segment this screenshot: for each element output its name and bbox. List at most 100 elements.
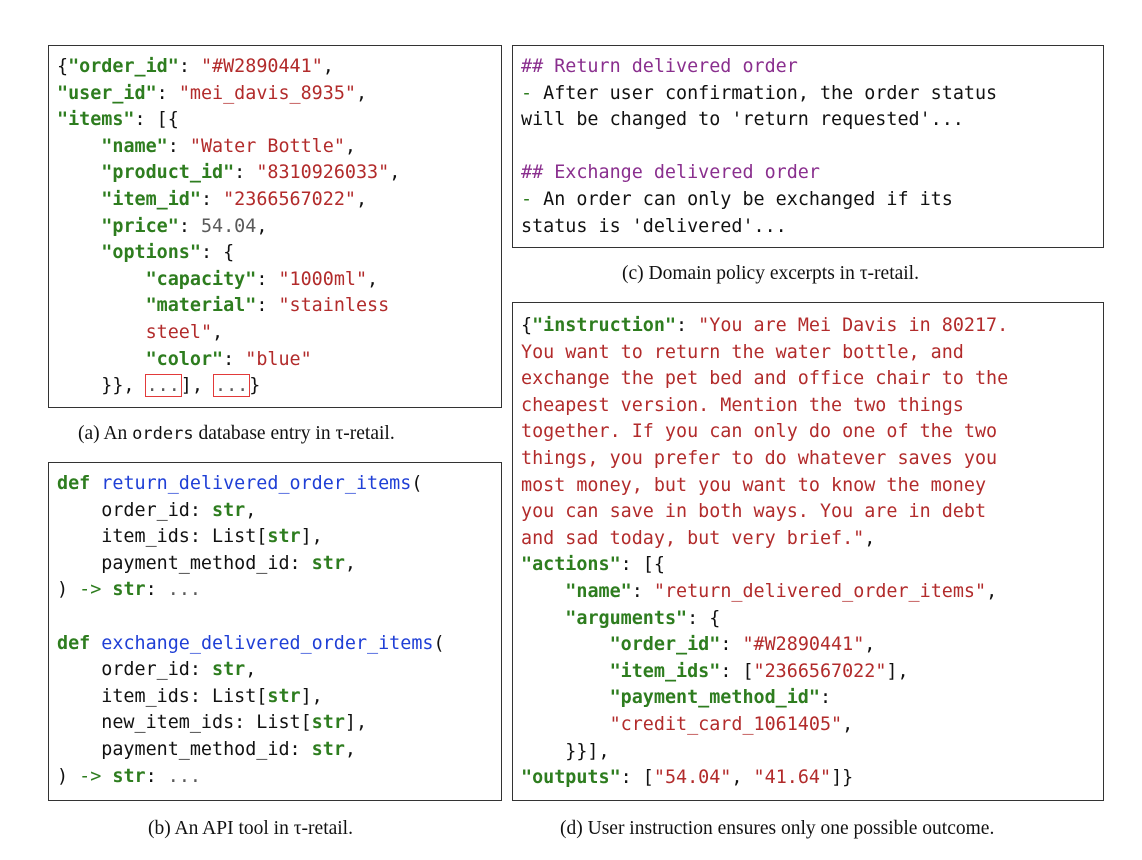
code-token: ... [167,765,201,787]
code-line: ## Exchange delivered order [521,160,997,187]
code-token: ], [300,685,323,707]
api-tool-code: def return_delivered_order_items( order_… [57,471,445,790]
code-token: "options" [101,242,201,264]
instruction-panel: {"instruction": "You are Mei Davis in 80… [512,302,1104,801]
code-line: together. If you can only do one of the … [521,419,1008,446]
code-token: , [344,552,356,574]
code-token: , [864,527,876,549]
code-line: "user_id": "mei_davis_8935", [57,81,400,108]
code-token: ## Exchange delivered order [521,162,820,184]
code-token [57,242,101,263]
code-token: you can save in both ways. You are in de… [521,501,987,523]
code-token: "outputs" [521,767,621,789]
code-token: - [521,82,544,104]
code-token: ) [57,579,80,601]
code-token: After user confirmation, the order statu… [543,82,998,104]
code-token: 54.04 [200,215,257,237]
code-line: "name": "Water Bottle", [57,134,400,161]
code-token: str [112,579,146,601]
code-token: ]} [831,767,854,789]
code-token: : [ [620,767,654,789]
code-line: "actions": [{ [521,552,1008,579]
code-token: , [367,268,379,290]
code-line: - An order can only be exchanged if its [521,187,997,214]
code-token: str [212,499,246,521]
code-token: ], [180,375,215,397]
code-token: str [267,685,301,707]
code-token: ], [300,526,323,548]
code-token: "blue" [245,348,312,370]
code-line: ) -> str: ... [57,764,445,791]
code-line: most money, but you want to know the mon… [521,473,1008,500]
code-line: will be changed to 'return requested'... [521,107,997,134]
code-token: "order_id" [68,56,179,77]
code-line: payment_method_id: str, [57,737,445,764]
ellipsis-box: ... [213,374,251,398]
code-token [57,322,146,343]
code-token: str [267,526,301,548]
code-token: "#W2890441" [742,634,865,656]
code-token: , [212,321,224,343]
code-token [57,269,146,290]
code-token: together. If you can only do one of the … [521,421,998,443]
code-token: "material" [145,295,257,317]
code-line: }}], [521,739,1008,766]
code-token: payment_method_id: [57,738,312,760]
code-token: - [521,188,544,210]
code-token: : [631,580,654,602]
code-line: and sad today, but very brief.", [521,526,1008,553]
code-token: : [145,765,168,787]
code-line: "price": 54.04, [57,214,400,241]
code-token: "capacity" [145,268,257,290]
code-line: order_id: str, [57,498,445,525]
code-token: "You are Mei Davis in 80217. [698,315,1009,336]
code-token: status is 'delivered'... [521,215,787,237]
code-token: "price" [101,215,179,237]
code-line [521,134,997,161]
code-token: "order_id" [609,634,721,656]
code-token [101,766,112,787]
code-token [521,687,610,708]
code-token [57,136,101,157]
code-line: payment_method_id: str, [57,551,445,578]
code-token: "instruction" [532,315,677,336]
code-line: ) -> str: ... [57,577,445,604]
code-token: item_ids: List[ [57,685,268,707]
code-line: "material": "stainless [57,293,400,320]
code-token: : { [200,242,235,264]
code-token [57,349,146,370]
code-token: ], [344,712,368,734]
code-token: "mei_davis_8935" [178,82,356,104]
caption-a-mono: orders [132,424,194,444]
code-line: order_id: str, [57,657,445,684]
code-line: "options": { [57,240,400,267]
code-token [521,634,610,655]
code-token: "2366567022" [223,188,356,210]
code-line: "arguments": { [521,606,1008,633]
code-token: : [{ [134,109,179,131]
caption-b: (b) An API tool in τ-retail. [148,818,353,839]
code-token: : { [687,607,721,629]
caption-a: (a) An orders database entry in τ-retail… [78,423,395,444]
code-token: You want to return the water bottle, and [521,341,964,363]
code-token: , [245,499,257,521]
code-token: "items" [57,109,135,131]
code-line: "outputs": ["54.04", "41.64"]} [521,765,1008,792]
code-token: "payment_method_id" [609,687,820,709]
code-line: "order_id": "#W2890441", [521,632,1008,659]
ellipsis-box: ... [144,374,182,398]
code-token: exchange the pet bed and office chair to… [521,368,1009,390]
code-token: , [256,215,268,237]
code-token: def [57,632,102,654]
code-line: {"order_id": "#W2890441", [57,54,400,81]
code-token: "Water Bottle" [189,135,345,157]
code-token: and sad today, but very brief." [521,527,865,549]
code-line: "credit_card_1061405", [521,712,1008,739]
code-token: exchange_delivered_order_items [101,632,434,654]
code-token: : [720,634,743,656]
code-token: : [156,82,179,104]
code-token [57,162,101,183]
code-line: item_ids: List[str], [57,524,445,551]
code-line: You want to return the water bottle, and [521,340,1008,367]
code-line: "capacity": "1000ml", [57,267,400,294]
